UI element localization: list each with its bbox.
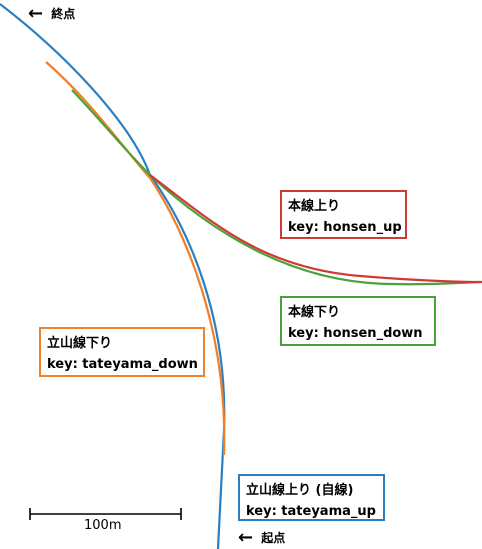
label-tateyama-up: 立山線上り (自線) key: tateyama_up	[238, 474, 385, 521]
start-marker-label: 起点	[261, 531, 286, 545]
label-honsen-up-key: key: honsen_up	[288, 220, 402, 235]
label-honsen-down-key: key: honsen_down	[288, 326, 423, 341]
label-tateyama-down: 立山線下り key: tateyama_down	[39, 327, 205, 377]
label-tateyama-down-key: key: tateyama_down	[47, 357, 198, 372]
label-honsen-up-title: 本線上り	[288, 199, 341, 214]
label-tateyama-up-title: 立山線上り (自線)	[246, 483, 354, 498]
scale-bar	[29, 508, 182, 520]
end-marker: ← 終点	[28, 3, 75, 24]
track-tateyama-down	[45, 61, 226, 456]
left-arrow-icon: ←	[28, 3, 44, 24]
label-honsen-down: 本線下り key: honsen_down	[280, 296, 436, 346]
label-honsen-up: 本線上り key: honsen_up	[280, 190, 407, 239]
track-tateyama-up	[0, 3, 226, 549]
start-marker: ← 起点	[238, 527, 285, 548]
label-tateyama-up-key: key: tateyama_up	[246, 504, 376, 519]
end-marker-label: 終点	[51, 7, 76, 21]
label-tateyama-down-title: 立山線下り	[47, 336, 113, 351]
left-arrow-icon: ←	[238, 527, 254, 548]
scale-bar-label: 100m	[84, 518, 122, 533]
track-honsen-up	[149, 174, 482, 284]
track-honsen-down	[71, 89, 481, 286]
label-honsen-down-title: 本線下り	[288, 305, 341, 320]
